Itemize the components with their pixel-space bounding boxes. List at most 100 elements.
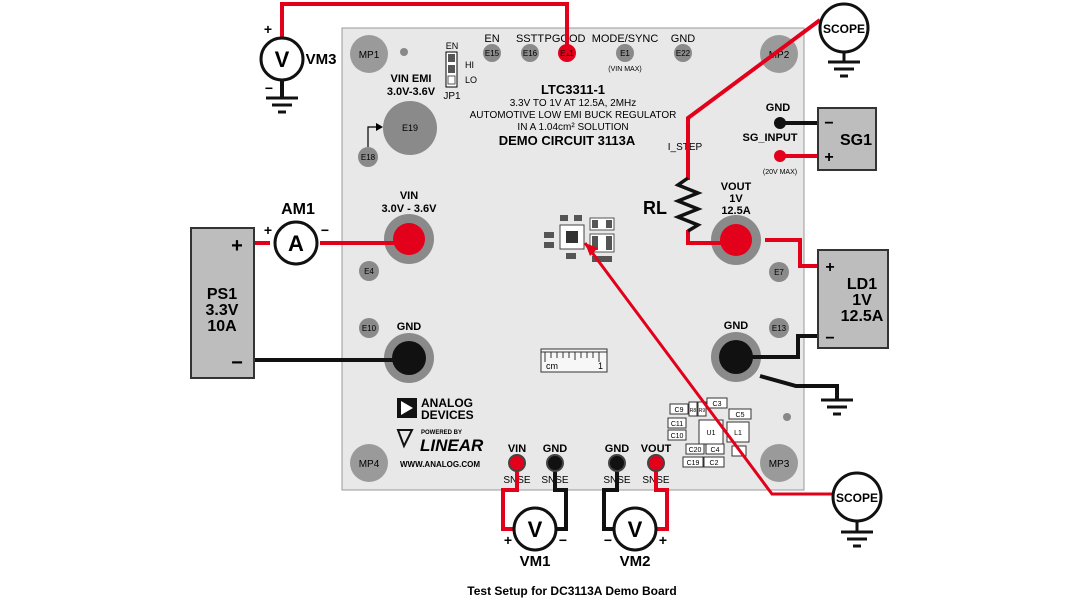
board-url: WWW.ANALOG.COM	[400, 460, 480, 469]
svg-text:A: A	[288, 231, 304, 256]
svg-text:LINEAR: LINEAR	[420, 436, 484, 455]
svg-text:C2: C2	[710, 460, 719, 467]
svg-text:MP3: MP3	[769, 459, 790, 470]
wire-vm1-plus	[501, 465, 519, 531]
svg-text:E19: E19	[402, 123, 418, 133]
power-supply-ps1: + PS1 3.3V 10A −	[190, 227, 255, 379]
label-gnd-sg: GND	[766, 102, 791, 114]
arrow-icon	[585, 243, 598, 256]
label-gnd-right: GND	[724, 320, 749, 332]
arrow-icon	[376, 123, 383, 131]
svg-text:VM2: VM2	[620, 553, 651, 570]
mounting-hole-mp4: MP4	[350, 444, 388, 482]
label-sg-max: (20V MAX)	[763, 169, 797, 176]
label-vout: VOUT	[721, 181, 752, 193]
ground-icon	[266, 96, 298, 114]
wire-gnd-earth	[759, 374, 839, 400]
turret-e22	[674, 44, 692, 62]
svg-text:MP4: MP4	[359, 459, 380, 470]
svg-text:E15: E15	[485, 49, 500, 58]
svg-text:C3: C3	[713, 401, 722, 408]
turret-e15	[483, 44, 501, 62]
svg-text:SCOPE: SCOPE	[836, 491, 878, 505]
svg-text:1V: 1V	[852, 292, 872, 309]
svg-text:AM1: AM1	[281, 201, 315, 218]
svg-text:+: +	[264, 222, 272, 238]
scope-bottom: SCOPE	[831, 471, 883, 548]
label-sense-vin: VIN	[508, 443, 526, 455]
svg-text:PS1: PS1	[207, 286, 237, 303]
board-title-line3: AUTOMOTIVE LOW EMI BUCK REGULATOR	[470, 110, 677, 121]
svg-text:1: 1	[598, 361, 603, 371]
label-i-step: I_STEP	[668, 142, 703, 153]
regulator-ic-footprint	[544, 215, 615, 262]
wire-scope-istep	[686, 18, 822, 180]
svg-text:VM1: VM1	[520, 553, 551, 570]
board-title-line4: IN A 1.04cm² SOLUTION	[517, 122, 628, 133]
svg-text:C5: C5	[736, 412, 745, 419]
svg-text:+: +	[659, 532, 667, 548]
svg-text:C11: C11	[671, 421, 683, 428]
label-vout-v: 1V	[729, 193, 743, 205]
svg-text:10A: 10A	[207, 318, 237, 335]
svg-text:U1: U1	[707, 430, 716, 437]
sense-pin-vout	[647, 454, 665, 472]
svg-text:E22: E22	[676, 49, 691, 58]
svg-text:−: −	[265, 80, 273, 96]
label-sense-gnd1: GND	[543, 443, 568, 455]
svg-text:C10: C10	[671, 433, 684, 440]
label-vin-emi-range: 3.0V-3.6V	[387, 86, 436, 98]
svg-text:3.3V: 3.3V	[206, 302, 239, 319]
svg-text:cm: cm	[546, 361, 558, 371]
sense-pin-gnd1	[546, 454, 564, 472]
board-title-demo: DEMO CIRCUIT 3113A	[499, 133, 636, 148]
wire-vm1-minus	[553, 465, 568, 531]
wire-rl-vout	[686, 230, 736, 245]
svg-text:+: +	[504, 532, 512, 548]
label-sstt: SSTT	[516, 33, 544, 45]
mounting-hole-mp1: MP1	[350, 35, 388, 73]
svg-text:E13: E13	[772, 324, 787, 333]
label-sg-input: SG_INPUT	[742, 132, 797, 144]
svg-text:+: +	[825, 259, 834, 276]
svg-text:12.5A: 12.5A	[841, 308, 884, 325]
turret-e1	[616, 44, 634, 62]
board-scale-ruler: cm 1	[540, 348, 608, 373]
load-resistor-rl: RL	[643, 176, 703, 233]
svg-text:EN: EN	[446, 41, 459, 51]
svg-text:R8: R8	[690, 408, 697, 414]
svg-text:E10: E10	[362, 324, 377, 333]
figure-caption: Test Setup for DC3113A Demo Board	[467, 584, 676, 598]
svg-text:ANALOG: ANALOG	[421, 396, 473, 410]
svg-text:LD1: LD1	[847, 276, 877, 293]
wire-gnd-ld1	[736, 334, 818, 359]
svg-text:POWERED BY: POWERED BY	[421, 430, 462, 436]
sense-pin-vin	[508, 454, 526, 472]
mounting-hole-mp3: MP3	[760, 444, 798, 482]
turret-e13	[769, 318, 789, 338]
svg-text:LO: LO	[465, 75, 477, 85]
svg-text:+: +	[231, 235, 243, 257]
terminal-e19	[383, 101, 437, 155]
svg-text:E11: E11	[560, 49, 574, 58]
scope-top: SCOPE	[818, 2, 870, 78]
label-en: EN	[484, 33, 499, 45]
electronic-load-ld1: + LD1 1V 12.5A −	[817, 249, 889, 349]
svg-text:VM3: VM3	[306, 51, 337, 68]
label-vout-a: 12.5A	[721, 205, 750, 217]
wire-vout-ld1	[765, 238, 818, 268]
svg-text:−: −	[824, 115, 833, 132]
svg-text:−: −	[825, 330, 834, 347]
svg-text:−: −	[321, 222, 329, 238]
svg-text:RL: RL	[643, 198, 667, 218]
label-vin: VIN	[400, 190, 418, 202]
board-title-line2: 3.3V TO 1V AT 12.5A, 2MHz	[510, 98, 637, 109]
svg-text:HI: HI	[465, 60, 474, 70]
label-sense-gnd2: GND	[605, 443, 630, 455]
turret-e7	[769, 262, 789, 282]
label-mode-sync: MODE/SYNC	[592, 33, 659, 45]
voltmeter-vm2: V − + VM2	[604, 506, 667, 570]
board-title-part: LTC3311-1	[541, 82, 605, 97]
turret-e10	[359, 318, 379, 338]
svg-text:JP1: JP1	[443, 91, 461, 102]
